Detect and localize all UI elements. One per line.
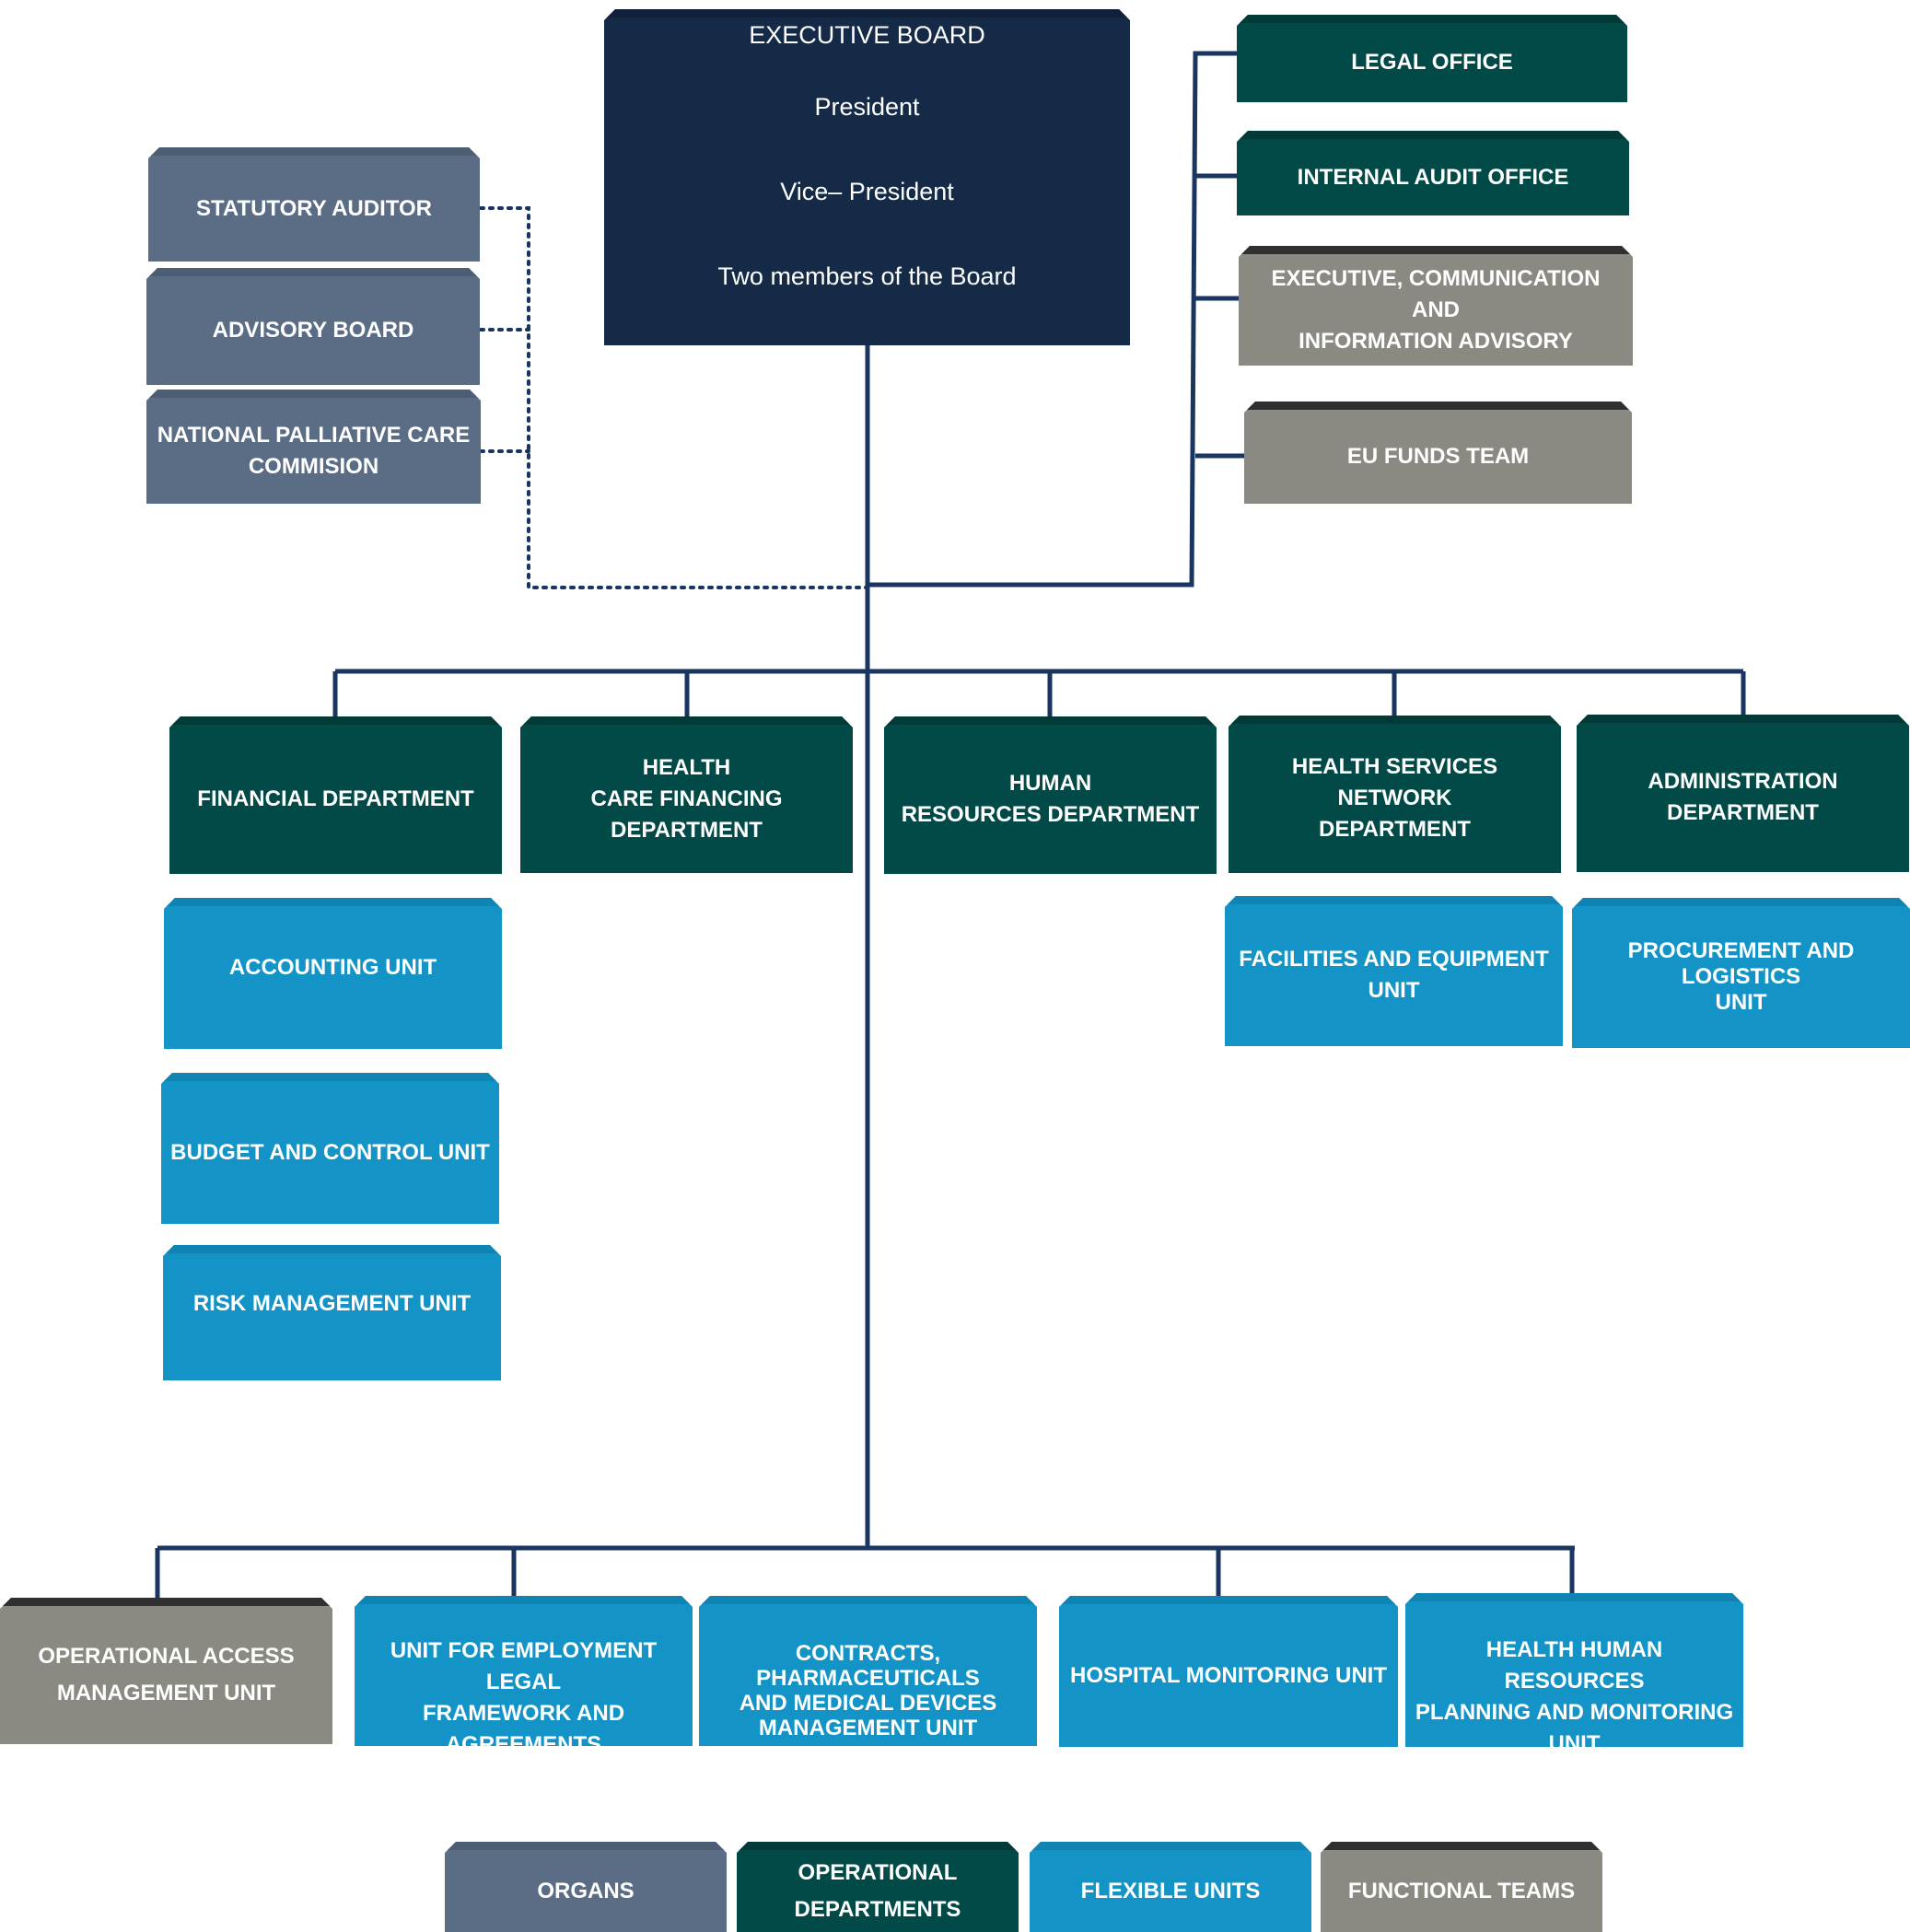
contracts-label-line3: MANAGEMENT UNIT (758, 1716, 978, 1740)
organs-dotted-bracket-line (479, 206, 869, 589)
contracts-label-line1: CONTRACTS, PHARMACEUTICALS (756, 1641, 980, 1691)
contracts-pharmaceuticals-medical-devices-unit-box: CONTRACTS, PHARMACEUTICALS AND MEDICAL D… (699, 1596, 1037, 1746)
executive-board-member: Two members of the Board (717, 262, 1017, 290)
legend-flexible-units: FLEXIBLE UNITS (1030, 1842, 1311, 1932)
legend-functional-teams-label: FUNCTIONAL TEAMS (1347, 1878, 1576, 1903)
procurement-and-logistics-unit-box: PROCUREMENT AND LOGISTICS UNIT (1572, 898, 1910, 1048)
human-resources-label-line1: HUMAN (1008, 771, 1092, 796)
procurement-label-line1: PROCUREMENT AND LOGISTICS (1627, 938, 1855, 989)
employment-legal-label-line1: UNIT FOR EMPLOYMENT LEGAL (390, 1638, 658, 1694)
financial-department-label: FINANCIAL DEPARTMENT (197, 786, 474, 811)
facilities-and-equipment-unit-box: FACILITIES AND EQUIPMENT UNIT (1225, 896, 1563, 1046)
health-hr-label-line1: HEALTH HUMAN RESOURCES (1485, 1637, 1663, 1693)
human-resources-department-box: HUMAN RESOURCES DEPARTMENT (884, 716, 1217, 874)
executive-comm-label-line2: INFORMATION ADVISORY (1299, 328, 1573, 354)
employment-legal-framework-unit-box: UNIT FOR EMPLOYMENT LEGAL FRAMEWORK AND … (355, 1596, 693, 1746)
health-care-financing-label-line2: CARE FINANCING DEPARTMENT (590, 786, 783, 843)
advisory-board-label: ADVISORY BOARD (212, 318, 414, 343)
executive-board-title: EXECUTIVE BOARD (749, 21, 985, 49)
palliative-label-line1: NATIONAL PALLIATIVE CARE (157, 422, 471, 448)
hospital-monitoring-unit-label: HOSPITAL MONITORING UNIT (1069, 1662, 1387, 1688)
internal-audit-office-label: INTERNAL AUDIT OFFICE (1297, 164, 1569, 190)
legend-operational-departments-line2: DEPARTMENTS (794, 1896, 961, 1922)
palliative-label-line2: COMMISION (248, 453, 379, 479)
legend-organs-label: ORGANS (537, 1878, 635, 1903)
legend-operational-departments-line1: OPERATIONAL (798, 1859, 958, 1885)
legend-flexible-units-label: FLEXIBLE UNITS (1080, 1878, 1261, 1903)
administration-department-box: ADMINISTRATION DEPARTMENT (1577, 715, 1909, 872)
accounting-unit-label: ACCOUNTING UNIT (228, 955, 437, 980)
advisory-board-box: ADVISORY BOARD (146, 268, 480, 385)
hospital-monitoring-unit-box: HOSPITAL MONITORING UNIT (1059, 1596, 1398, 1747)
contracts-label-line2: AND MEDICAL DEVICES (739, 1691, 997, 1716)
legend-organs: ORGANS (445, 1842, 727, 1932)
financial-department-box: FINANCIAL DEPARTMENT (169, 716, 502, 874)
health-care-financing-department-box: HEALTH CARE FINANCING DEPARTMENT (520, 716, 853, 873)
eu-funds-team-box: EU FUNDS TEAM (1244, 402, 1632, 504)
legal-office-label: LEGAL OFFICE (1351, 50, 1513, 75)
executive-comm-label-line1: EXECUTIVE, COMMUNICATION AND (1271, 265, 1601, 322)
health-services-network-label-line1: HEALTH SERVICES NETWORK (1291, 754, 1498, 810)
eu-funds-team-label: EU FUNDS TEAM (1346, 444, 1530, 469)
risk-management-unit-label: RISK MANAGEMENT UNIT (192, 1291, 472, 1316)
health-services-network-department-box: HEALTH SERVICES NETWORK DEPARTMENT (1229, 716, 1561, 873)
operational-access-label-line1: OPERATIONAL ACCESS (38, 1644, 295, 1669)
legend-functional-teams: FUNCTIONAL TEAMS (1321, 1842, 1602, 1932)
executive-communication-advisory-box: EXECUTIVE, COMMUNICATION AND INFORMATION… (1239, 246, 1633, 366)
health-hr-planning-monitoring-unit-box: HEALTH HUMAN RESOURCES PLANNING AND MONI… (1405, 1593, 1743, 1747)
procurement-label-line2: UNIT (1715, 990, 1767, 1015)
internal-audit-office-box: INTERNAL AUDIT OFFICE (1237, 131, 1629, 215)
statutory-auditor-label: STATUTORY AUDITOR (195, 195, 432, 221)
accounting-unit-box: ACCOUNTING UNIT (164, 898, 502, 1049)
legal-office-box: LEGAL OFFICE (1237, 15, 1627, 102)
risk-management-unit-box: RISK MANAGEMENT UNIT (163, 1245, 501, 1380)
operational-access-label-line2: MANAGEMENT UNIT (56, 1681, 276, 1705)
budget-and-control-unit-box: BUDGET AND CONTROL UNIT (161, 1073, 499, 1224)
administration-department-label: ADMINISTRATION DEPARTMENT (1648, 769, 1838, 825)
health-care-financing-label-line1: HEALTH (642, 754, 731, 780)
budget-and-control-unit-label: BUDGET AND CONTROL UNIT (170, 1139, 490, 1165)
national-palliative-care-commision-box: NATIONAL PALLIATIVE CARE COMMISION (146, 390, 481, 504)
offices-bracket-line (868, 51, 1241, 588)
legend-operational-departments: OPERATIONAL DEPARTMENTS (737, 1842, 1019, 1932)
facilities-and-equipment-unit-label: FACILITIES AND EQUIPMENT UNIT (1239, 947, 1549, 1003)
statutory-auditor-box: STATUTORY AUDITOR (148, 147, 480, 262)
executive-board-member: President (814, 93, 920, 121)
executive-board-box: EXECUTIVE BOARD President Vice– Presiden… (604, 9, 1130, 345)
health-services-network-label-line2: DEPARTMENT (1319, 817, 1471, 842)
executive-board-member: Vice– President (780, 178, 954, 205)
operational-access-management-unit-box: OPERATIONAL ACCESS MANAGEMENT UNIT (0, 1598, 332, 1744)
human-resources-label-line2: RESOURCES DEPARTMENT (901, 802, 1200, 827)
